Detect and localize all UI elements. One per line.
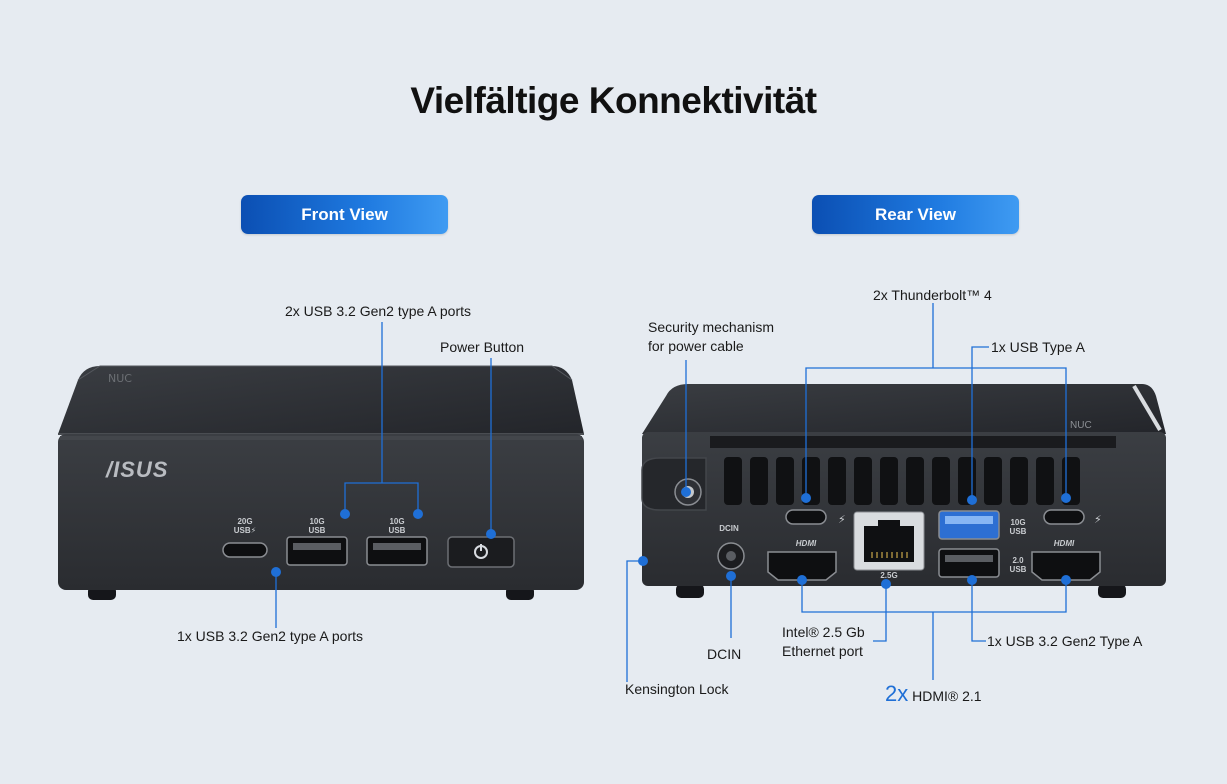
svg-text:HDMI: HDMI: [796, 539, 817, 548]
callout-usb-gen2: 1x USB 3.2 Gen2 Type A: [987, 633, 1143, 649]
page-title: Vielfältige Konnektivität: [410, 80, 817, 121]
power-button: [447, 536, 515, 568]
callout-ethernet-line2: Ethernet port: [782, 643, 863, 659]
rear-usb-a-2-port: [938, 548, 1000, 578]
callout-power-button: Power Button: [440, 339, 525, 355]
front-usb-a-port-2: [366, 536, 428, 566]
hdmi-count: 2x: [885, 681, 909, 706]
rear-callouts: [626, 303, 1067, 682]
thunderbolt-port-1: [785, 509, 827, 525]
rear-device: NUC ⚡ ⚡: [641, 384, 1166, 598]
callout-usb-type-a: 1x USB Type A: [991, 339, 1085, 355]
svg-text:DCIN: DCIN: [719, 524, 739, 533]
front-usb-a-port-1: [286, 536, 348, 566]
callout-security-line2: for power cable: [648, 338, 744, 354]
callout-hdmi: 2x HDMI® 2.1: [885, 681, 982, 706]
callout-thunderbolt: 2x Thunderbolt™ 4: [873, 287, 992, 303]
svg-text:⚡: ⚡: [1094, 514, 1102, 526]
hdmi-port-2: [1031, 551, 1101, 581]
svg-text:HDMI: HDMI: [1054, 539, 1075, 548]
svg-text:2.5G: 2.5G: [880, 571, 897, 580]
svg-text:NUC: NUC: [1070, 420, 1092, 431]
front-callouts: [275, 322, 492, 628]
callout-dcin: DCIN: [707, 646, 742, 662]
tab-front-view[interactable]: Front View: [241, 195, 448, 234]
svg-text:⚡: ⚡: [838, 514, 846, 526]
callout-kensington: Kensington Lock: [625, 681, 729, 697]
tab-rear-view[interactable]: Rear View: [812, 195, 1019, 234]
hdmi-port-1: [767, 551, 837, 581]
rear-callout-dots: [638, 487, 1071, 589]
asus-logo: /ISUS: [105, 457, 168, 482]
callout-ethernet-line1: Intel® 2.5 Gb: [782, 624, 865, 640]
callout-usb-a-ports: 2x USB 3.2 Gen2 type A ports: [285, 303, 471, 319]
rear-usb-a-10g-port: [938, 510, 1000, 540]
thunderbolt-port-2: [1043, 509, 1085, 525]
hdmi-label: HDMI® 2.1: [912, 688, 982, 704]
svg-text:NUC: NUC: [108, 372, 132, 385]
callout-front-usb-c: 1x USB 3.2 Gen2 type A ports: [177, 628, 363, 644]
front-callout-dots: [271, 509, 496, 577]
callout-security-line1: Security mechanism: [648, 319, 775, 335]
front-usb-c-port: [222, 542, 268, 558]
